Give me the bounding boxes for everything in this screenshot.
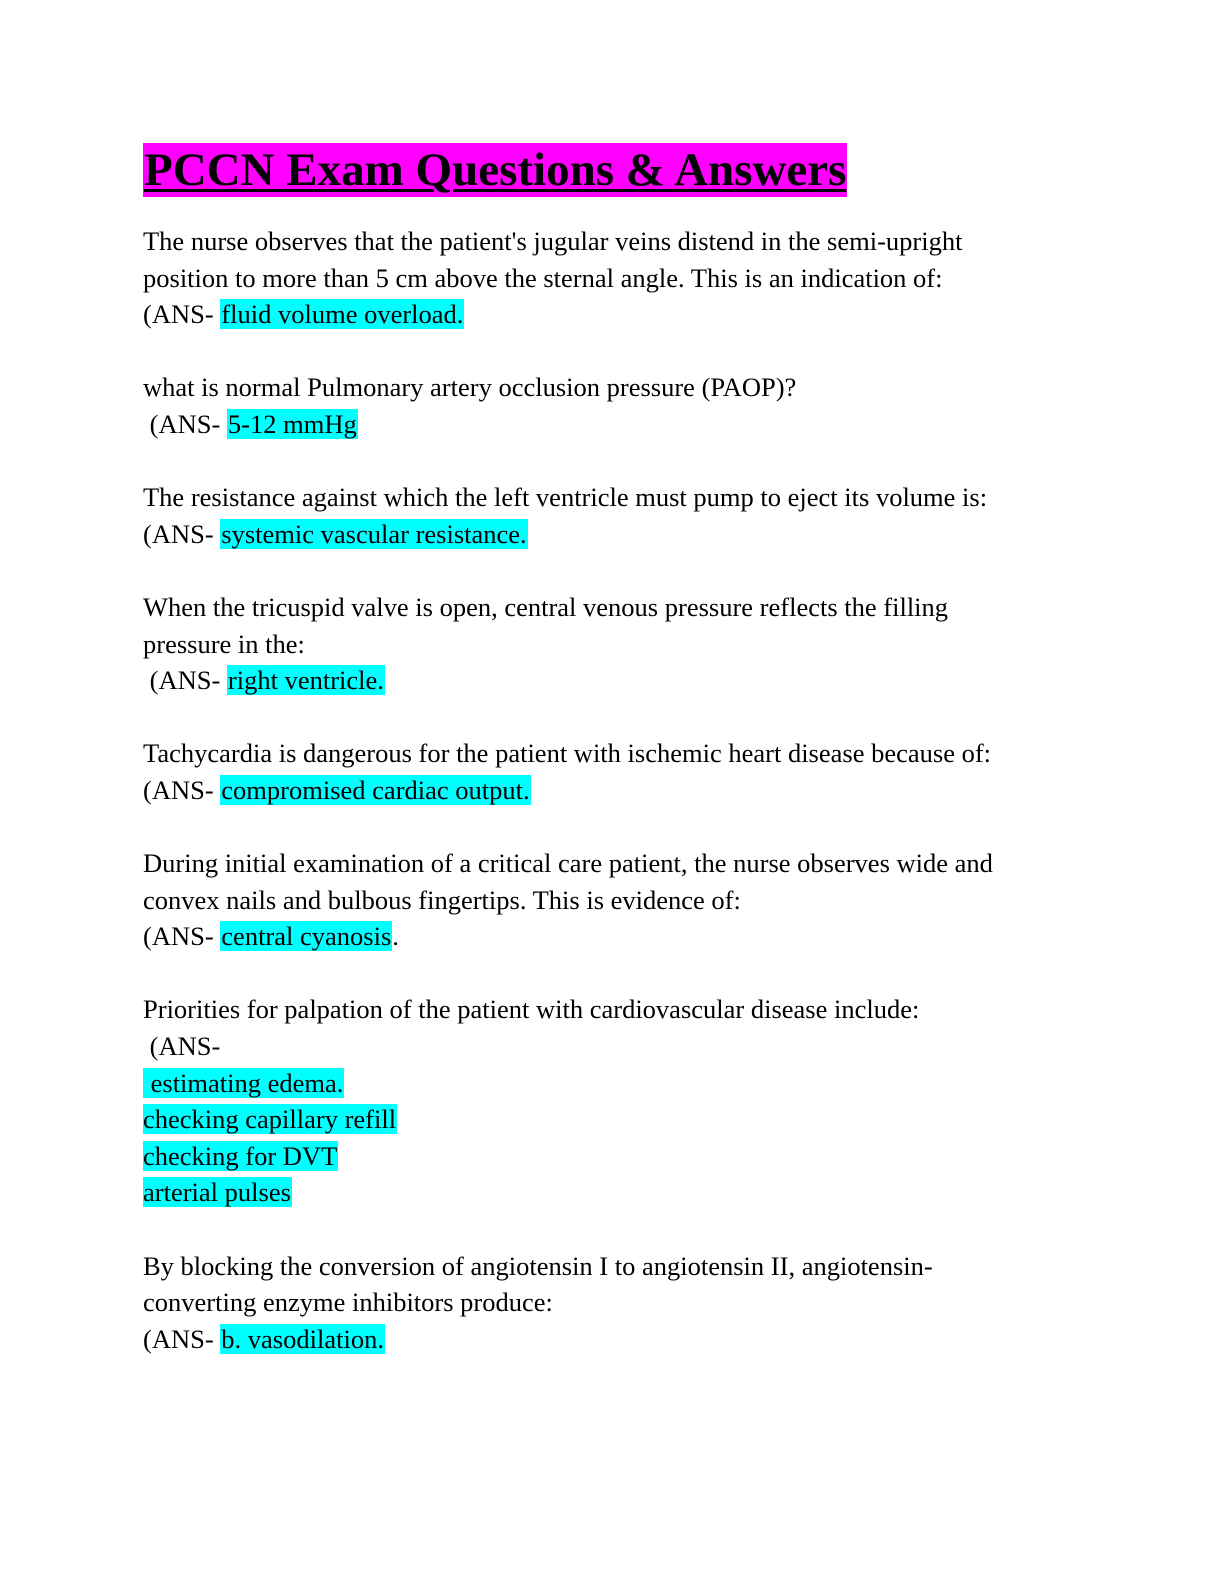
qa-item: what is normal Pulmonary artery occlusio… [143, 369, 1063, 442]
qa-item: During initial examination of a critical… [143, 845, 1063, 955]
ans-suffix: . [392, 921, 399, 952]
question-line: convex nails and bulbous fingertips. Thi… [143, 884, 741, 915]
answer-highlight: b. vasodilation. [220, 1323, 385, 1354]
answer-line: checking for DVT [143, 1138, 1063, 1175]
answer-highlight: compromised cardiac output. [220, 774, 531, 805]
question-line: converting enzyme inhibitors produce: [143, 1287, 553, 1318]
question-line: During initial examination of a critical… [143, 848, 993, 879]
answer-highlight: fluid volume overload. [220, 299, 465, 330]
document-page: PCCN Exam Questions & Answers The nurse … [143, 143, 1063, 1357]
answer-line: arterial pulses [143, 1174, 1063, 1211]
ans-prefix: (ANS- [143, 774, 221, 805]
answer-line: (ANS- 5-12 mmHg [143, 406, 1063, 443]
answer-highlight: arterial pulses [143, 1177, 292, 1208]
question-line: Priorities for palpation of the patient … [143, 994, 920, 1025]
qa-item: Tachycardia is dangerous for the patient… [143, 735, 1063, 808]
answer-highlight: right ventricle. [226, 665, 385, 696]
question-line: position to more than 5 cm above the ste… [143, 262, 943, 293]
answer-line: (ANS- compromised cardiac output. [143, 772, 1063, 809]
answer-line: (ANS- right ventricle. [143, 662, 1063, 699]
qa-item: Priorities for palpation of the patient … [143, 991, 1063, 1211]
qa-item: By blocking the conversion of angiotensi… [143, 1248, 1063, 1358]
ans-prefix: (ANS- [143, 665, 227, 696]
answer-line: (ANS- b. vasodilation. [143, 1321, 1063, 1358]
qa-list: The nurse observes that the patient's ju… [143, 223, 1063, 1357]
qa-item: When the tricuspid valve is open, centra… [143, 589, 1063, 699]
question-line: By blocking the conversion of angiotensi… [143, 1250, 933, 1281]
document-title: PCCN Exam Questions & Answers [143, 143, 848, 197]
qa-item: The resistance against which the left ve… [143, 479, 1063, 552]
answer-highlight: 5-12 mmHg [226, 408, 358, 439]
ans-prefix: (ANS- [143, 408, 227, 439]
answer-highlight: estimating edema. [143, 1067, 345, 1098]
answer-highlight: central cyanosis [220, 921, 393, 952]
ans-prefix: (ANS- [143, 299, 221, 330]
ans-prefix: (ANS- [143, 1031, 221, 1062]
ans-prefix: (ANS- [143, 921, 221, 952]
question-line: Tachycardia is dangerous for the patient… [143, 738, 992, 769]
answer-highlight: checking capillary refill [143, 1104, 398, 1135]
answer-line: estimating edema. [143, 1065, 1063, 1102]
answer-line: (ANS- systemic vascular resistance. [143, 516, 1063, 553]
answer-line: (ANS- central cyanosis. [143, 918, 1063, 955]
question-line: what is normal Pulmonary artery occlusio… [143, 372, 797, 403]
question-line: The resistance against which the left ve… [143, 482, 988, 513]
qa-item: The nurse observes that the patient's ju… [143, 223, 1063, 333]
ans-prefix: (ANS- [143, 1323, 221, 1354]
question-line: pressure in the: [143, 628, 305, 659]
question-line: The nurse observes that the patient's ju… [143, 226, 963, 256]
answer-line: (ANS- fluid volume overload. [143, 296, 1063, 333]
answer-highlight: systemic vascular resistance. [220, 518, 528, 549]
answer-highlight: checking for DVT [143, 1140, 339, 1171]
question-line: When the tricuspid valve is open, centra… [143, 591, 949, 622]
ans-prefix: (ANS- [143, 518, 221, 549]
answer-line: checking capillary refill [143, 1101, 1063, 1138]
